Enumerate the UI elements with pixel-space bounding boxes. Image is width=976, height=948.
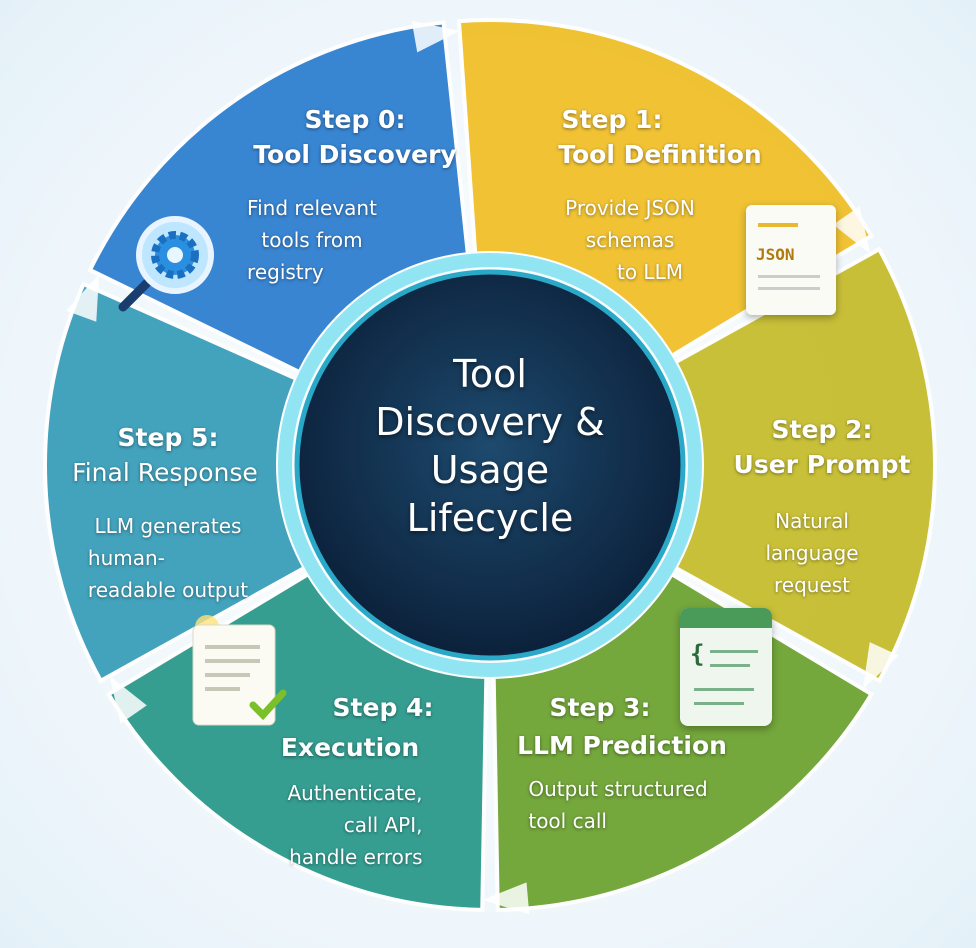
step-name: Tool Discovery [253,140,457,169]
step-label: Step 0: [304,105,406,134]
step-4-desc: Authenticate, call API, handle errors [287,777,422,873]
desc-line: LLM generates [94,514,242,538]
step-name: Execution [280,733,420,762]
step-3-desc: Output structured tool call [528,773,707,837]
step-name: User Prompt [733,450,911,479]
center-line: Discovery & [375,400,605,444]
step-label: Step 4: [332,693,434,722]
center-title: Tool Discovery & Usage Lifecycle [375,350,604,542]
desc-line: registry [247,260,324,284]
center-line: Tool [453,352,527,396]
step-0: Step 0: Tool Discovery [253,102,456,172]
desc-line: handle errors [289,845,423,869]
center-circle [294,269,686,661]
desc-line: language [765,541,859,565]
step-name: LLM Prediction [517,731,727,760]
desc-line: tool call [528,809,607,833]
step-1-desc: Provide JSON schemas to LLM [565,192,695,288]
step-label: Step 5: [117,423,219,452]
arrow-icon [411,20,460,53]
json-label: JSON [756,245,795,264]
desc-line: Find relevant [247,196,377,220]
step-2: Step 2: User Prompt [734,412,911,482]
desc-line: Provide JSON [565,196,695,220]
document-check-icon [192,615,287,726]
desc-line: readable output [87,578,249,602]
step-3: Step 3: [550,690,651,725]
center-line: Lifecycle [406,496,574,540]
desc-line: human- [87,546,165,570]
step-label: Step 3: [549,693,651,722]
code-window-icon: { [680,608,772,726]
step-5: Step 5: [118,420,219,455]
json-document-icon: JSON [746,205,836,315]
step-name: Final Response [72,458,258,487]
desc-line: schemas [585,228,675,252]
desc-line: tools from [261,228,363,252]
desc-line: to LLM [617,260,683,284]
desc-line: Natural [775,509,849,533]
step-4: Step 4: [333,690,434,725]
desc-line: Authenticate, [287,781,423,805]
arrow-icon [862,642,899,690]
step-label: Step 1: [561,105,663,134]
step-1: Step 1: [562,102,663,137]
step-5-name-wrap: Final Response [72,455,258,490]
arrow-icon [109,675,147,724]
magnifier-gear-icon [118,216,214,312]
desc-line: Output structured [528,777,708,801]
step-label: Step 2: [771,415,873,444]
step-5-desc: LLM generates human- readable output [88,510,248,606]
center-line: Usage [430,448,550,492]
step-name: Tool Definition [558,140,762,169]
step-2-desc: Natural language request [765,505,858,601]
arrow-icon [833,206,871,255]
step-3-name-wrap: LLM Prediction [517,728,727,763]
brace-glyph: { [690,640,705,668]
step-4-name-wrap: Execution [281,730,419,765]
step-1-name-wrap: Tool Definition [558,137,761,172]
center-ring [278,253,702,677]
arrow-icon [482,882,530,915]
desc-line: call API, [343,813,423,837]
arrow-icon [66,274,100,322]
step-0-desc: Find relevant tools from registry [247,192,377,288]
desc-line: request [773,573,851,597]
